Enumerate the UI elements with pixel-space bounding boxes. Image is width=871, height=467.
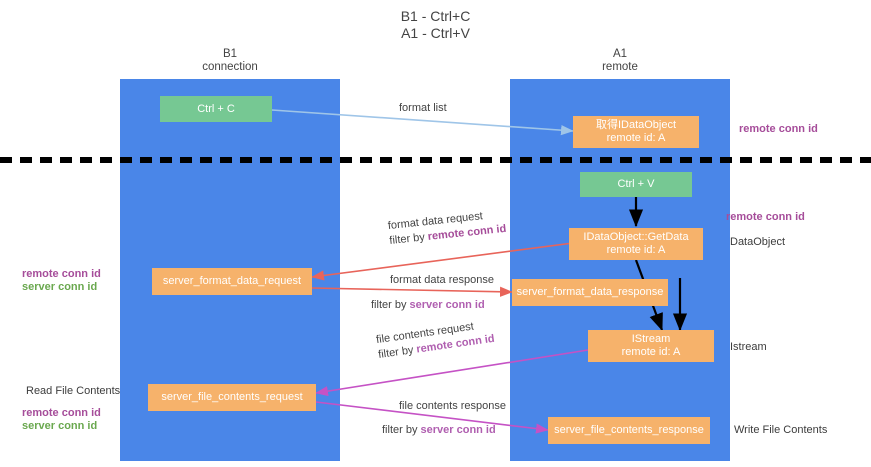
edge-label-file-contents-request: file contents request filter by remote c… (375, 318, 495, 361)
right-label-remote-conn-id-mid: remote conn id (726, 211, 805, 223)
edge-label-file-contents-response-filter: filter by server conn id (382, 424, 496, 437)
right-label-dataobject: DataObject (730, 236, 786, 248)
edge-label-format-list: format list (399, 102, 447, 115)
box-ctrl-v-label: Ctrl + V (617, 178, 655, 190)
right-label-remote-conn-id-top: remote conn id (739, 123, 818, 135)
edge-label-format-data-response: format data response (390, 274, 494, 287)
box-ctrl-c-label: Ctrl + C (197, 102, 235, 115)
edge-label-file-contents-response-text: file contents response (399, 400, 507, 412)
column-header-a1: A1 remote (510, 48, 730, 74)
edge-label-file-contents-response-filter-id: server conn id (420, 424, 496, 436)
box-istream-line2: remote id: A (621, 346, 681, 358)
column-header-a1-name: A1 (612, 48, 628, 60)
left-label-server-conn-id-2: server conn id (22, 420, 98, 432)
box-ctrl-v[interactable]: Ctrl + V (580, 172, 692, 197)
column-header-a1-sub: remote (602, 61, 638, 73)
column-header-b1: B1 connection (120, 48, 340, 74)
edge-label-format-data-response-filter: filter by server conn id (371, 299, 485, 312)
box-server-file-contents-response-label: server_file_contents_response (554, 424, 704, 436)
edge-label-file-contents-request-filter-prefix: filter by (377, 343, 418, 361)
edge-label-format-data-response-filter-prefix: filter by (371, 299, 410, 311)
box-server-format-data-request[interactable]: server_format_data_request (152, 268, 312, 295)
edge-label-file-contents-response: file contents response (399, 400, 506, 413)
box-server-file-contents-response[interactable]: server_file_contents_response (548, 417, 710, 444)
edge-label-format-data-request-filter-prefix: filter by (388, 231, 429, 247)
box-server-file-contents-request-label: server_file_contents_request (161, 391, 303, 403)
edge-label-format-data-response-filter-id: server conn id (409, 299, 485, 311)
right-label-istream: Istream (730, 341, 767, 353)
right-label-write-file-contents: Write File Contents (734, 424, 828, 436)
section-divider (0, 157, 871, 163)
left-label-server-conn-id: server conn id (22, 281, 98, 293)
box-idataobject-getdata[interactable]: IDataObject::GetData remote id: A (569, 228, 703, 260)
box-server-format-data-request-label: server_format_data_request (162, 275, 302, 287)
box-istream[interactable]: IStream remote id: A (588, 330, 714, 362)
diagram-title-line2: A1 - Ctrl+V (401, 25, 470, 41)
column-header-b1-sub: connection (202, 61, 258, 73)
box-idataobject-line1: 取得IDataObject (595, 119, 677, 131)
box-idataobject-getdata-line2: remote id: A (606, 244, 666, 256)
arrow-format-data-response (311, 286, 513, 297)
box-istream-line1: IStream (631, 333, 671, 345)
box-idataobject[interactable]: 取得IDataObject remote id: A (573, 116, 699, 148)
edge-label-file-contents-response-filter-prefix: filter by (382, 424, 421, 436)
box-server-file-contents-request[interactable]: server_file_contents_request (148, 384, 316, 411)
edge-label-format-data-response-text: format data response (390, 274, 494, 286)
box-idataobject-getdata-line1: IDataObject::GetData (583, 231, 689, 243)
box-ctrl-c[interactable]: Ctrl + C (160, 96, 272, 122)
left-label-remote-conn-id-2: remote conn id (22, 407, 101, 419)
box-server-format-data-response-label: server_format_data_response (516, 286, 664, 298)
column-header-b1-name: B1 (222, 48, 238, 60)
box-server-format-data-response[interactable]: server_format_data_response (512, 279, 668, 306)
diagram-title-line1: B1 - Ctrl+C (400, 8, 471, 24)
left-label-read-file-contents: Read File Contents (26, 385, 121, 397)
edge-label-format-list-text: format list (399, 102, 447, 114)
box-idataobject-line2: remote id: A (606, 132, 666, 144)
left-label-remote-conn-id: remote conn id (22, 268, 101, 280)
edge-label-format-data-request: format data request filter by remote con… (387, 208, 507, 247)
